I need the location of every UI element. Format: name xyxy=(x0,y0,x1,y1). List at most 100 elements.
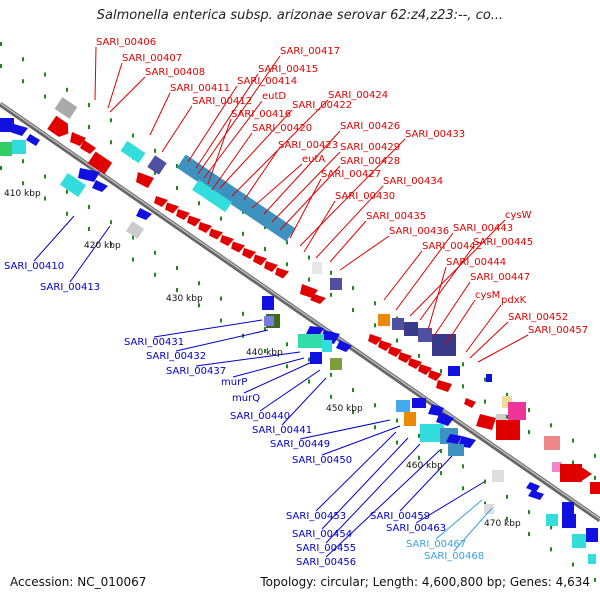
gene-label[interactable]: SARI_00412 xyxy=(192,96,252,107)
track-tick xyxy=(132,257,134,262)
gene-label[interactable]: SARI_00432 xyxy=(146,351,206,362)
gene-label[interactable]: murQ xyxy=(232,393,260,404)
gene-label[interactable]: SARI_00442 xyxy=(422,241,482,252)
feature-block xyxy=(54,97,78,119)
gene-label[interactable]: SARI_00437 xyxy=(166,366,226,377)
kbp-label: 460 kbp xyxy=(406,461,443,471)
gene-label[interactable]: SARI_00455 xyxy=(296,543,356,554)
gene-label[interactable]: SARI_00441 xyxy=(252,425,312,436)
track-tick xyxy=(352,308,354,313)
gene-label[interactable]: eutD xyxy=(262,91,286,102)
track-tick xyxy=(550,423,552,428)
label-leader xyxy=(469,321,509,359)
gene-label[interactable]: pdxK xyxy=(501,295,527,306)
features xyxy=(0,97,600,564)
gene-label[interactable]: SARI_00416 xyxy=(231,109,291,120)
gene-label[interactable]: SARI_00407 xyxy=(122,53,182,64)
gene-label[interactable]: murP xyxy=(221,377,247,388)
track-tick xyxy=(594,475,596,480)
feature-block xyxy=(546,514,558,526)
gene-label[interactable]: SARI_00410 xyxy=(4,261,64,272)
gene-label[interactable]: SARI_00463 xyxy=(386,523,446,534)
track-tick xyxy=(22,57,24,62)
gene-label[interactable]: SARI_00424 xyxy=(328,90,388,101)
label-leader xyxy=(251,163,303,209)
track-tick xyxy=(44,174,46,179)
gene-label[interactable]: SARI_00468 xyxy=(424,551,484,562)
feature-arrow xyxy=(136,208,152,220)
track-tick xyxy=(286,262,288,267)
accession-text: Accession: NC_010067 xyxy=(10,575,147,589)
feature-block xyxy=(448,444,464,456)
gene-label[interactable]: SARI_00436 xyxy=(389,226,449,237)
gene-label[interactable]: SARI_00427 xyxy=(321,169,381,180)
track-tick xyxy=(330,372,332,377)
gene-label[interactable]: SARI_00459 xyxy=(370,511,430,522)
gene-label[interactable]: cysM xyxy=(475,290,500,301)
label-leader xyxy=(433,281,471,337)
label-leader xyxy=(197,55,281,175)
track-tick xyxy=(374,301,376,306)
feature-arrow xyxy=(336,340,352,352)
track-tick xyxy=(198,303,200,308)
feature-arrow xyxy=(428,370,442,381)
gene-label[interactable]: cysW xyxy=(505,210,532,221)
gene-label[interactable]: SARI_00452 xyxy=(508,312,568,323)
gene-label[interactable]: SARI_00467 xyxy=(406,539,466,550)
gene-label[interactable]: SARI_00408 xyxy=(145,67,205,78)
track-tick xyxy=(374,323,376,328)
gene-label[interactable]: SARI_00417 xyxy=(280,46,340,57)
track-tick xyxy=(352,286,354,291)
backbone-highlight xyxy=(0,102,600,520)
gene-label[interactable]: SARI_00450 xyxy=(292,455,352,466)
gene-label[interactable]: SARI_00428 xyxy=(340,156,400,167)
gene-label[interactable]: SARI_00435 xyxy=(366,211,426,222)
feature-block xyxy=(590,482,600,494)
gene-label[interactable]: SARI_00415 xyxy=(258,64,318,75)
feature-block xyxy=(147,155,167,175)
gene-label[interactable]: SARI_00443 xyxy=(453,223,513,234)
track-tick xyxy=(66,211,68,216)
track-tick xyxy=(66,87,68,92)
gene-label[interactable]: eutA xyxy=(302,154,325,165)
feature-block xyxy=(562,514,576,528)
gene-label[interactable]: SARI_00456 xyxy=(296,557,356,568)
label-leader xyxy=(339,235,390,271)
gene-label[interactable]: SARI_00440 xyxy=(230,411,290,422)
gene-label[interactable]: SARI_00411 xyxy=(170,83,230,94)
label-leader xyxy=(465,304,502,353)
gene-label[interactable]: SARI_00457 xyxy=(528,325,588,336)
feature-arrow xyxy=(275,267,289,279)
gene-label[interactable]: SARI_00445 xyxy=(473,237,533,248)
gene-label[interactable]: SARI_00431 xyxy=(124,337,184,348)
track-tick xyxy=(22,159,24,164)
label-leader xyxy=(243,149,279,201)
track-tick xyxy=(264,349,266,354)
feature-block xyxy=(404,322,418,336)
gene-label[interactable]: SARI_00406 xyxy=(96,37,156,48)
feature-block xyxy=(448,366,460,376)
gene-label[interactable]: SARI_00453 xyxy=(286,511,346,522)
feature-block xyxy=(492,470,504,482)
feature-arrow xyxy=(136,172,154,188)
label-leader xyxy=(94,46,97,101)
gene-label[interactable]: SARI_00454 xyxy=(292,529,352,540)
gene-label[interactable]: SARI_00449 xyxy=(270,439,330,450)
gene-label[interactable]: SARI_00413 xyxy=(40,282,100,293)
track-tick xyxy=(0,166,2,170)
feature-block xyxy=(502,396,512,408)
label-leader xyxy=(219,109,293,189)
gene-label[interactable]: SARI_00434 xyxy=(383,176,443,187)
gene-label[interactable]: SARI_00447 xyxy=(470,272,530,283)
track-tick xyxy=(528,430,530,435)
gene-label[interactable]: SARI_00426 xyxy=(340,121,400,132)
gene-label[interactable]: SARI_00414 xyxy=(237,76,297,87)
gene-label[interactable]: SARI_00429 xyxy=(340,142,400,153)
gene-label[interactable]: SARI_00420 xyxy=(252,123,312,134)
feature-arrow xyxy=(408,358,422,369)
gene-label[interactable]: SARI_00423 xyxy=(278,140,338,151)
gene-label[interactable]: SARI_00433 xyxy=(405,129,465,140)
gene-label[interactable]: SARI_00430 xyxy=(335,191,395,202)
gene-label[interactable]: SARI_00444 xyxy=(446,257,506,268)
gene-label[interactable]: SARI_00422 xyxy=(292,100,352,111)
